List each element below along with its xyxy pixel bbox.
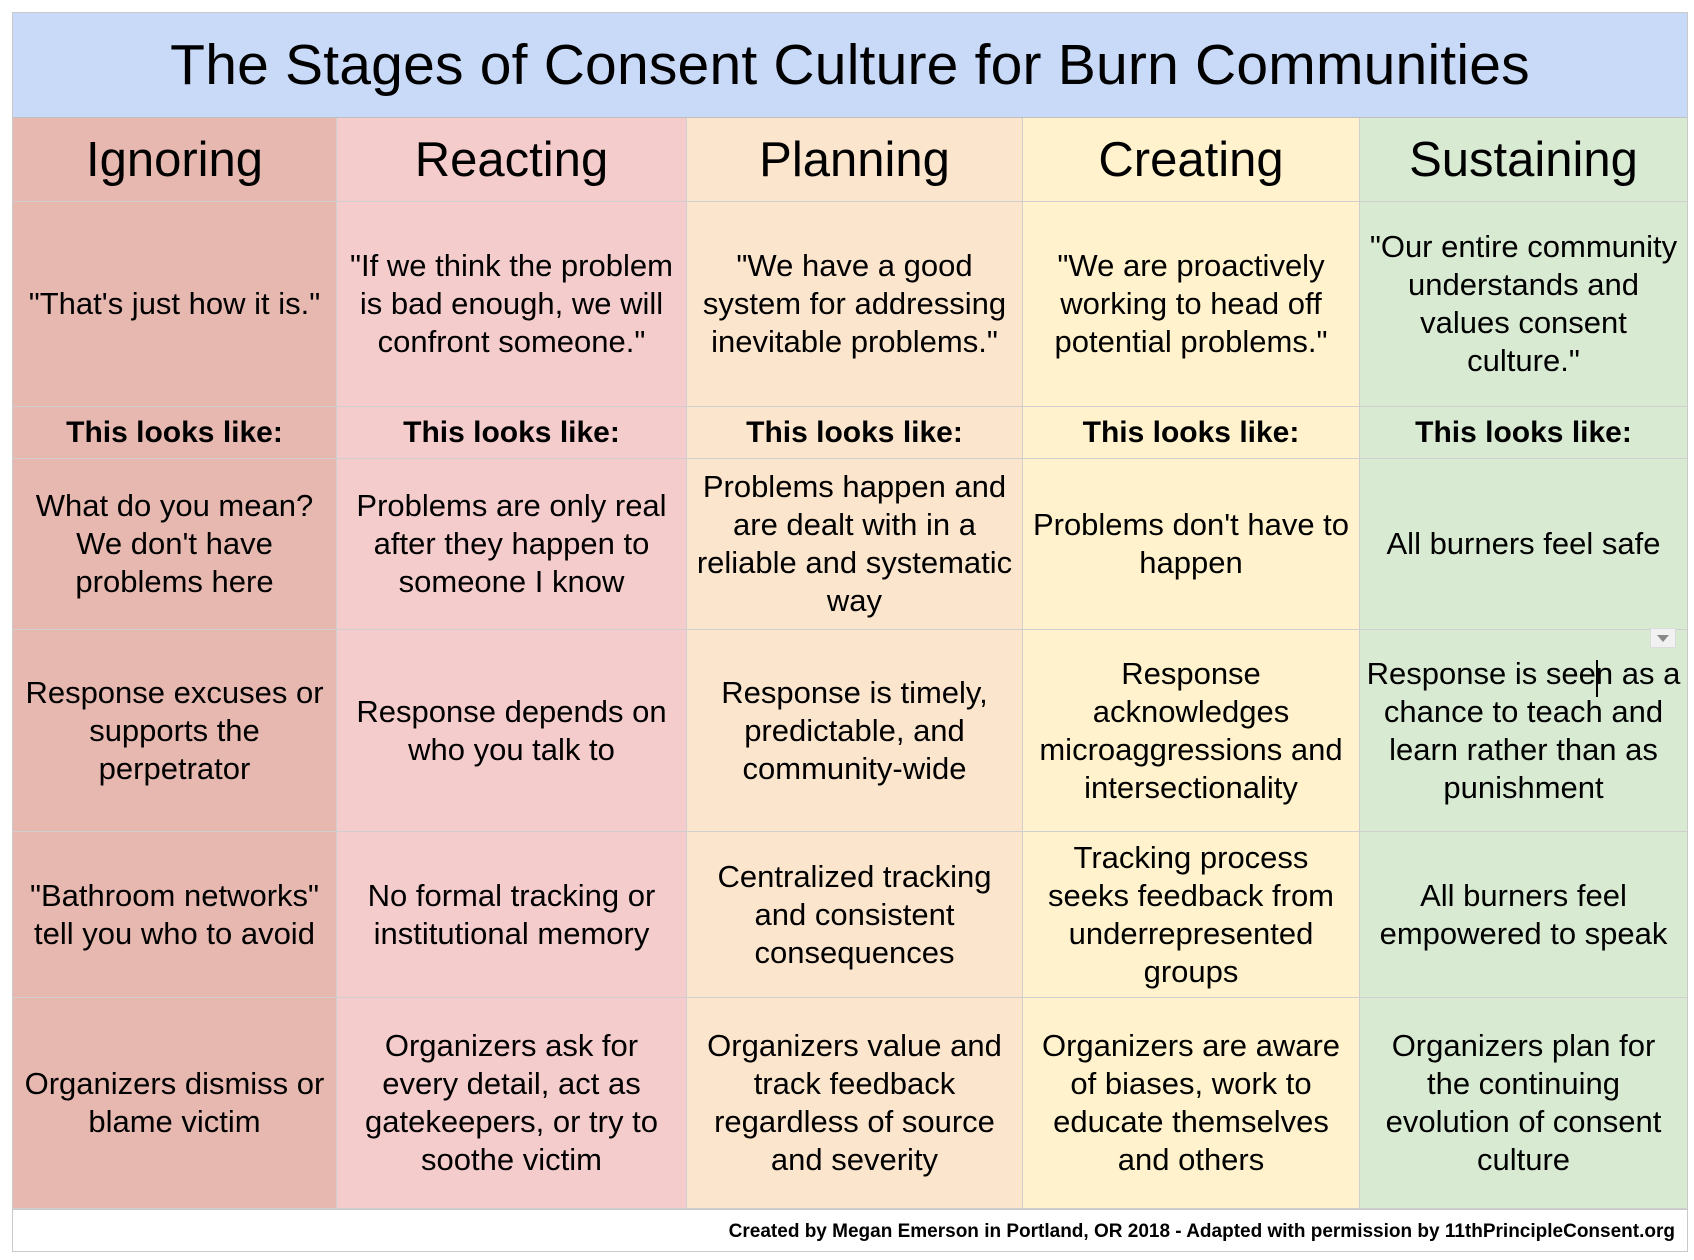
problems-cell-reacting[interactable]: Problems are only real after they happen… bbox=[337, 459, 687, 630]
cell-dropdown-icon[interactable] bbox=[1650, 628, 1676, 648]
stages-table: Ignoring Reacting Planning Creating Sust… bbox=[13, 118, 1687, 1209]
header-reacting[interactable]: Reacting bbox=[337, 118, 687, 202]
looks-like-label-planning[interactable]: This looks like: bbox=[687, 407, 1023, 459]
tracking-cell-ignoring[interactable]: "Bathroom networks" tell you who to avoi… bbox=[13, 832, 337, 998]
response-cell-sustaining[interactable]: Response is seen as a chance to teach an… bbox=[1360, 630, 1687, 832]
text-cursor bbox=[1596, 660, 1598, 697]
organizers-cell-creating[interactable]: Organizers are aware of biases, work to … bbox=[1023, 998, 1360, 1209]
looks-like-label-creating[interactable]: This looks like: bbox=[1023, 407, 1360, 459]
organizers-cell-sustaining[interactable]: Organizers plan for the continuing evolu… bbox=[1360, 998, 1687, 1209]
tracking-cell-planning[interactable]: Centralized tracking and consistent cons… bbox=[687, 832, 1023, 998]
header-planning[interactable]: Planning bbox=[687, 118, 1023, 202]
looks-like-label-sustaining[interactable]: This looks like: bbox=[1360, 407, 1687, 459]
tracking-cell-sustaining[interactable]: All burners feel empowered to speak bbox=[1360, 832, 1687, 998]
looks-like-label-reacting[interactable]: This looks like: bbox=[337, 407, 687, 459]
response-cell-ignoring[interactable]: Response excuses or supports the perpetr… bbox=[13, 630, 337, 832]
quote-reacting[interactable]: "If we think the problem is bad enough, … bbox=[337, 202, 687, 407]
looks-like-label-ignoring[interactable]: This looks like: bbox=[13, 407, 337, 459]
consent-culture-sheet: The Stages of Consent Culture for Burn C… bbox=[12, 12, 1688, 1252]
problems-cell-creating[interactable]: Problems don't have to happen bbox=[1023, 459, 1360, 630]
tracking-cell-creating[interactable]: Tracking process seeks feedback from und… bbox=[1023, 832, 1360, 998]
tracking-cell-reacting[interactable]: No formal tracking or institutional memo… bbox=[337, 832, 687, 998]
quote-planning[interactable]: "We have a good system for addressing in… bbox=[687, 202, 1023, 407]
organizers-cell-ignoring[interactable]: Organizers dismiss or blame victim bbox=[13, 998, 337, 1209]
header-sustaining[interactable]: Sustaining bbox=[1360, 118, 1687, 202]
header-ignoring[interactable]: Ignoring bbox=[13, 118, 337, 202]
credit-text: Created by Megan Emerson in Portland, OR… bbox=[728, 1220, 1675, 1242]
response-cell-reacting[interactable]: Response depends on who you talk to bbox=[337, 630, 687, 832]
response-cell-planning[interactable]: Response is timely, predictable, and com… bbox=[687, 630, 1023, 832]
organizers-cell-planning[interactable]: Organizers value and track feedback rega… bbox=[687, 998, 1023, 1209]
quote-ignoring[interactable]: "That's just how it is." bbox=[13, 202, 337, 407]
header-creating[interactable]: Creating bbox=[1023, 118, 1360, 202]
page-title: The Stages of Consent Culture for Burn C… bbox=[170, 33, 1530, 97]
response-cell-creating[interactable]: Response acknowledges microaggressions a… bbox=[1023, 630, 1360, 832]
organizers-cell-reacting[interactable]: Organizers ask for every detail, act as … bbox=[337, 998, 687, 1209]
footer: Created by Megan Emerson in Portland, OR… bbox=[13, 1209, 1687, 1253]
title-bar: The Stages of Consent Culture for Burn C… bbox=[13, 13, 1687, 118]
problems-cell-planning[interactable]: Problems happen and are dealt with in a … bbox=[687, 459, 1023, 630]
quote-creating[interactable]: "We are proactively working to head off … bbox=[1023, 202, 1360, 407]
quote-sustaining[interactable]: "Our entire community understands and va… bbox=[1360, 202, 1687, 407]
problems-cell-sustaining[interactable]: All burners feel safe bbox=[1360, 459, 1687, 630]
problems-cell-ignoring[interactable]: What do you mean? We don't have problems… bbox=[13, 459, 337, 630]
